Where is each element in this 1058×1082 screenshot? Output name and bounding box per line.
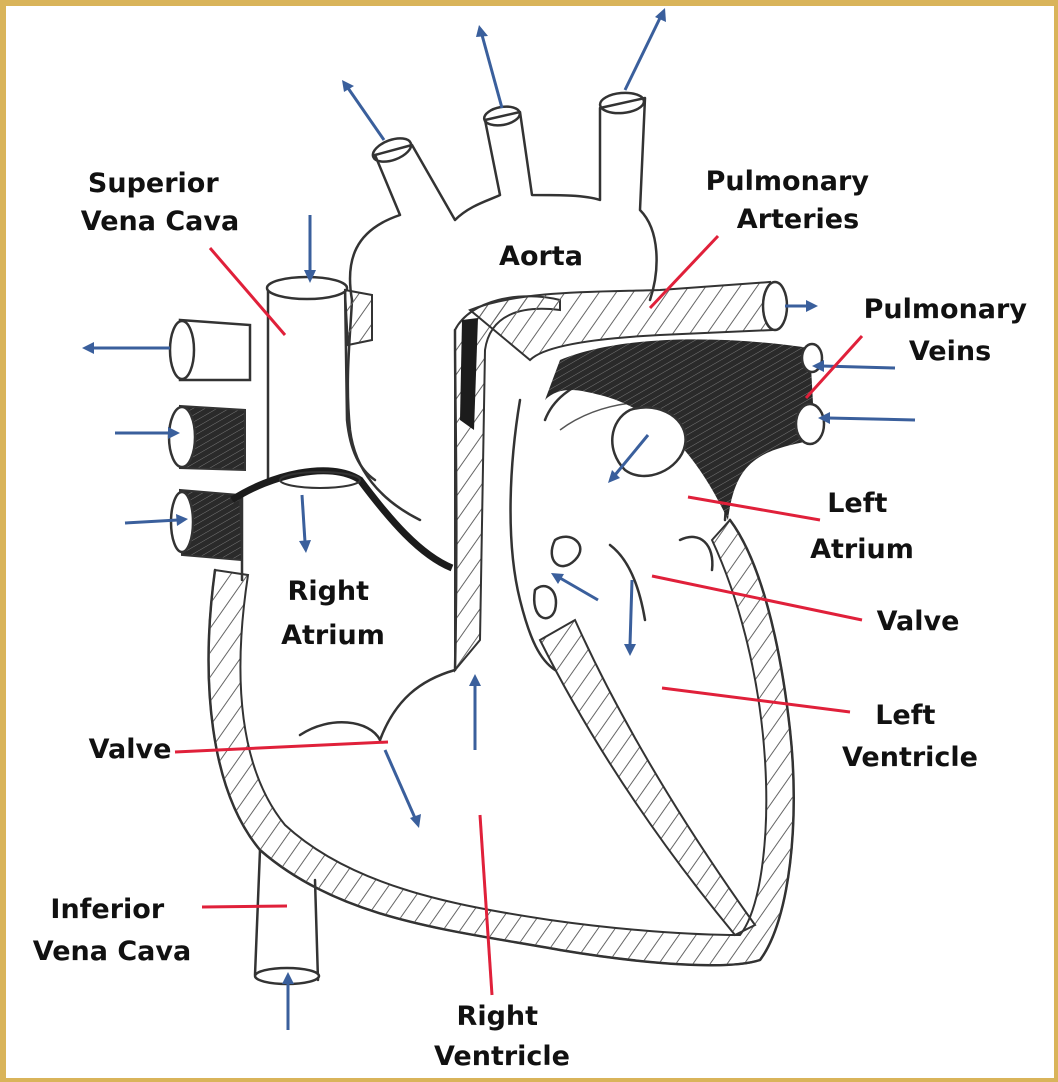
label-left-atrium-line1: Left	[827, 488, 887, 519]
label-right-atrium-line1: Right	[288, 576, 370, 607]
heart-diagram: Superior Vena Cava Aorta Pulmonary Arter…	[6, 6, 1054, 1078]
label-pulmonary-veins-line1: Pulmonary	[864, 294, 1028, 325]
svg-text:Right Ventricle: Right Ventricle	[434, 1001, 570, 1072]
svg-text:Superior Vena Cava: Superior Vena Cava	[81, 168, 239, 237]
svg-text:Left Ventricle: Left Ventricle	[842, 700, 978, 773]
superior-vena-cava-vessel	[242, 277, 375, 580]
label-pulmonary-arteries-line2: Arteries	[737, 204, 859, 235]
label-right-atrium-line2: Atrium	[281, 620, 385, 651]
label-left-ventricle-line1: Left	[875, 700, 935, 731]
label-pulmonary-veins-line2: Veins	[909, 336, 991, 367]
svg-text:Inferior Vena Cava: Inferior Vena Cava	[33, 894, 191, 967]
label-left-ventricle-line2: Ventricle	[842, 742, 978, 773]
svg-text:Pulmonary Arteries: Pulmonary Arteries	[706, 166, 879, 235]
label-superior-vena-cava-line1: Superior	[88, 168, 219, 199]
label-right-ventricle-line1: Right	[457, 1001, 539, 1032]
svg-text:Pulmonary Veins: Pulmonary Veins	[864, 294, 1037, 367]
svg-text:Right Atrium: Right Atrium	[281, 576, 385, 651]
label-left-atrium-line2: Atrium	[810, 534, 914, 565]
diagram-canvas: Superior Vena Cava Aorta Pulmonary Arter…	[6, 6, 1054, 1078]
label-right-ventricle-line2: Ventricle	[434, 1041, 570, 1072]
svg-text:Left Atrium: Left Atrium	[810, 488, 914, 565]
label-valve-left: Valve	[877, 606, 960, 637]
label-pulmonary-arteries-line1: Pulmonary	[706, 166, 870, 197]
label-inferior-vena-cava-line1: Inferior	[50, 894, 164, 925]
label-aorta: Aorta	[499, 241, 583, 272]
label-valve-right: Valve	[89, 734, 172, 765]
label-superior-vena-cava-line2: Vena Cava	[81, 206, 239, 237]
left-side-vessels	[169, 320, 452, 568]
pulmonary-veins-vessel	[545, 339, 824, 520]
label-inferior-vena-cava-line2: Vena Cava	[33, 936, 191, 967]
